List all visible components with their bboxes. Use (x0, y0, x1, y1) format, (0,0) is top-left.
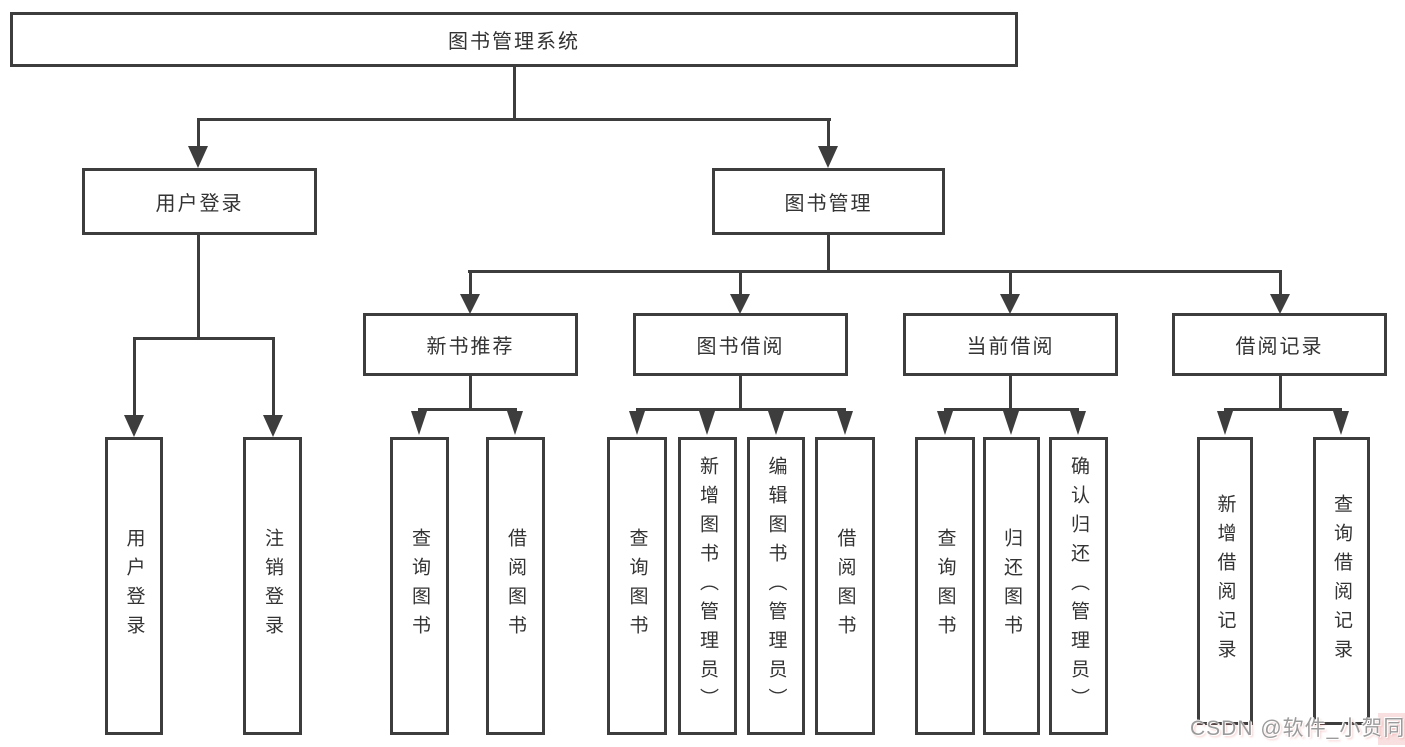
node-new-book-recommend-label: 新书推荐 (426, 336, 515, 358)
connector-book-mgmt-branch (468, 270, 1282, 273)
connector-logout-leaf-drop (272, 337, 275, 415)
arrow-down-icon (699, 411, 715, 435)
node-user-login-label: 用户登录 (155, 193, 244, 215)
connector-groupB-branch (636, 408, 846, 411)
watermark: CSDN @软件_小贺同学 (1190, 717, 1405, 740)
node-add-borrow-record: 新增借阅记录 (1197, 437, 1253, 725)
node-logout: 注销登录 (243, 437, 302, 735)
arrow-down-icon (507, 411, 523, 435)
node-user-login: 用户登录 (82, 168, 317, 235)
connector-groupA-stem (469, 376, 472, 408)
arrow-down-icon (937, 411, 953, 435)
node-borrow-records-label: 借阅记录 (1235, 336, 1324, 358)
node-confirm-return-admin: 确认归还（管理员） (1049, 437, 1108, 735)
arrow-down-icon (1333, 411, 1349, 435)
node-query-books-recommend-label: 查询图书 (409, 528, 430, 644)
node-current-borrow-label: 当前借阅 (966, 336, 1055, 358)
arrow-down-icon (124, 415, 144, 437)
arrow-down-icon (837, 411, 853, 435)
node-borrow-books-recommend: 借阅图书 (486, 437, 545, 735)
node-query-books-borrow-label: 查询图书 (626, 528, 648, 644)
arrow-down-icon (1003, 411, 1019, 435)
connector-book-mgmt-stem (827, 235, 830, 270)
connector-book-mgmt-drop (827, 118, 830, 148)
arrow-down-icon (629, 411, 645, 435)
connector-root-branch (197, 118, 831, 121)
connector-user-login-branch (133, 337, 275, 340)
arrow-down-icon (1270, 294, 1290, 314)
arrow-down-icon (730, 294, 750, 314)
node-root: 图书管理系统 (10, 12, 1018, 67)
node-logout-label: 注销登录 (262, 528, 283, 644)
node-current-borrow: 当前借阅 (903, 313, 1118, 376)
arrow-down-icon (1217, 411, 1233, 435)
connector-groupD-branch (1224, 408, 1342, 411)
arrow-down-icon (1000, 294, 1020, 314)
node-borrow-books-borrow: 借阅图书 (815, 437, 875, 735)
arrow-down-icon (818, 146, 838, 168)
node-query-books-recommend: 查询图书 (390, 437, 449, 735)
node-add-book-admin-label: 新增图书（管理员） (697, 455, 718, 717)
arrow-down-icon (263, 415, 283, 437)
connector-records-drop (1279, 270, 1282, 296)
node-root-label: 图书管理系统 (448, 31, 580, 53)
node-confirm-return-admin-label: 确认归还（管理员） (1068, 455, 1089, 717)
connector-groupB-stem (739, 376, 742, 408)
node-borrow-records: 借阅记录 (1172, 313, 1387, 376)
node-book-management: 图书管理 (712, 168, 945, 235)
connector-recommend-drop (469, 270, 472, 296)
node-add-borrow-record-label: 新增借阅记录 (1214, 494, 1236, 668)
arrow-down-icon (460, 294, 480, 314)
arrow-down-icon (188, 146, 208, 168)
node-query-books-borrow: 查询图书 (607, 437, 667, 735)
node-user-login-leaf-label: 用户登录 (123, 528, 145, 644)
connector-root-stem (513, 67, 516, 118)
node-return-books: 归还图书 (983, 437, 1040, 735)
connector-login-leaf-drop (133, 337, 136, 415)
connector-groupC-stem (1009, 376, 1012, 408)
node-borrow-books-borrow-label: 借阅图书 (834, 528, 856, 644)
connector-groupC-branch (944, 408, 1079, 411)
watermark-tint (1378, 713, 1405, 745)
node-book-borrow: 图书借阅 (633, 313, 848, 376)
connector-current-drop (1009, 270, 1012, 296)
node-edit-book-admin: 编辑图书（管理员） (747, 437, 805, 735)
connector-groupD-stem (1279, 376, 1282, 408)
arrow-down-icon (768, 411, 784, 435)
node-query-borrow-record: 查询借阅记录 (1313, 437, 1370, 725)
node-edit-book-admin-label: 编辑图书（管理员） (765, 455, 787, 717)
arrow-down-icon (1070, 411, 1086, 435)
arrow-down-icon (411, 411, 427, 435)
connector-groupA-branch (418, 408, 517, 411)
node-borrow-books-recommend-label: 借阅图书 (505, 528, 526, 644)
node-book-management-label: 图书管理 (784, 193, 873, 215)
node-user-login-leaf: 用户登录 (105, 437, 163, 735)
node-add-book-admin: 新增图书（管理员） (678, 437, 737, 735)
connector-user-login-stem (197, 235, 200, 337)
node-query-books-current: 查询图书 (915, 437, 975, 735)
node-book-borrow-label: 图书借阅 (696, 336, 785, 358)
connector-user-login-drop (197, 118, 200, 148)
node-query-borrow-record-label: 查询借阅记录 (1331, 494, 1352, 668)
node-return-books-label: 归还图书 (1001, 528, 1022, 644)
node-query-books-current-label: 查询图书 (934, 528, 956, 644)
connector-borrow-drop (739, 270, 742, 296)
node-new-book-recommend: 新书推荐 (363, 313, 578, 376)
